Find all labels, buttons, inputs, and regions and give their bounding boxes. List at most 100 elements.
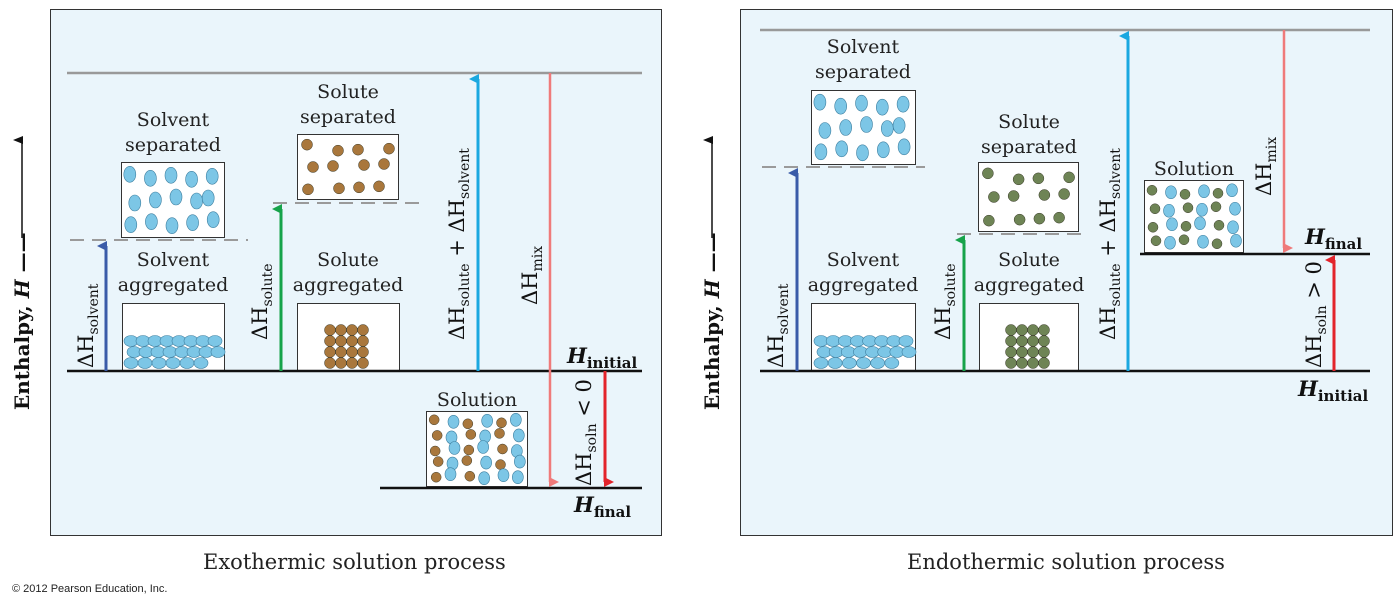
solution-particle [1149,203,1161,214]
solvent-particle [860,116,873,133]
solute-particle [327,160,339,172]
solvent-particle [207,335,223,347]
solution-particle [1226,183,1238,198]
solution-particle [513,428,525,443]
exothermic-panel [50,9,662,536]
solute-particle [332,144,344,157]
right-enthalpy-axis-label: Enthalpy, H —— [700,232,724,410]
solvent-particle [842,357,857,369]
solution-particle [495,459,506,470]
solvent-particle [897,138,911,156]
solvent-particle [124,216,138,233]
solution-particle [1179,189,1191,200]
solute-particle [324,346,336,358]
solvent-particle [835,140,849,158]
solute-particle [307,161,319,173]
solvent-particle [149,191,162,209]
solute-particle [1013,213,1026,226]
solvent-particle [165,357,181,369]
solute-particle [1063,171,1075,184]
solution-particle [1210,201,1222,212]
solution-particle [1182,202,1194,213]
solute-particle [357,357,369,369]
solvent-particle [839,119,853,136]
left-dh-soln-label: ΔHsoln < 0 [572,379,601,486]
solute-particle [346,346,358,358]
solvent-particle [145,213,158,230]
solution-particle [1165,185,1177,200]
solution-particle [1212,188,1224,199]
solution-particle [1197,234,1209,249]
solution-particle [429,445,441,457]
solute-particle [1038,324,1050,336]
solution-particle [1230,233,1242,248]
solution-particle [1166,217,1178,232]
solvent-particle [201,189,215,207]
solution-particle [448,441,461,455]
copyright-notice: © 2012 Pearson Education, Inc. [12,583,168,595]
solute-particle [383,142,395,155]
solution-particle [444,467,457,482]
solute-particle [335,324,347,336]
solution-particle [447,414,460,429]
solvent-particle [875,98,889,116]
solvent-particle [898,335,914,347]
solvent-particle [169,188,183,206]
solvent-particle [186,214,199,231]
right-h-initial-label: Hinitial [1298,376,1369,406]
left-h-final-label: Hfinal [574,492,632,522]
right-dh-solvent-label: ΔHsolvent [764,283,793,368]
solute-particle [1027,346,1039,358]
right-dh-sum-label: ΔHsolute + ΔHsolvent [1096,148,1125,340]
solution-particle [461,455,473,466]
solution-particle [494,428,505,439]
solute-particle [301,138,313,151]
solute-particle [1005,335,1017,347]
solution-particle [497,443,508,455]
solvent-particle [818,122,832,139]
solvent-particle [880,120,894,137]
solute-particle [324,324,336,336]
solvent-particle [123,166,137,183]
solute-particle [1038,335,1050,347]
solute-particle [335,335,347,347]
solvent-particle [827,357,843,369]
solution-particle [1229,201,1241,216]
solvent-particle [834,97,848,115]
solute-particle [1027,324,1039,336]
solute-particle [983,214,995,227]
solution-particle [512,470,524,485]
solute-particle [1007,190,1020,202]
right-dh-soln-label: ΔHsoln > 0 [1302,261,1331,368]
solute-particle [378,158,390,170]
solute-particle [302,183,314,196]
left-dh-mix-label: ΔHmix [518,245,547,305]
solution-particle [478,471,490,486]
left-dh-solvent-label: ΔHsolvent [74,283,103,368]
solution-particle [462,418,474,430]
solution-particle [480,455,492,470]
solute-particle [333,182,345,195]
solvent-particle [164,167,178,184]
solvent-particle [901,346,917,358]
solute-particle [346,357,358,369]
solvent-particle [884,357,900,369]
solvent-particle [137,357,153,369]
solution-particle [481,413,493,428]
solution-particle [1213,220,1225,231]
solution-particle [1147,222,1159,233]
solvent-particle [896,95,910,113]
solvent-particle [870,357,885,369]
solute-particle [358,159,370,171]
solution-particle [465,429,477,440]
solute-particle [1058,188,1070,200]
solvent-particle [185,171,198,188]
left-h-initial-label: Hinitial [567,343,638,373]
solute-particle [1005,346,1017,358]
